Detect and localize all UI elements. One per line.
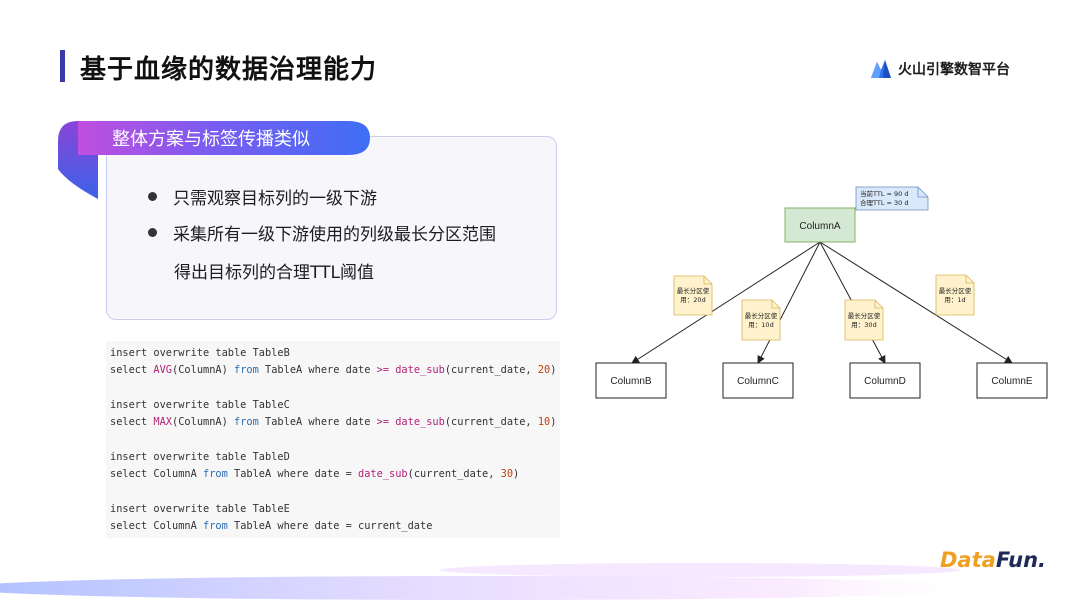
ribbon-label: 整体方案与标签传播类似 [112, 129, 310, 150]
edge-note-c: 最长分区使 用：10d [741, 299, 781, 341]
bullet-dot-icon [148, 227, 157, 237]
edge-note-d: 最长分区使 用：30d [844, 299, 884, 341]
bullet-text: 采集所有一级下游使用的列级最长分区范围 [173, 224, 496, 245]
node-column-d-label: ColumnD [864, 376, 906, 387]
bullet-dot-icon [148, 191, 157, 201]
bullet-text: 只需观察目标列的一级下游 [173, 188, 377, 209]
edge-a-c [757, 241, 821, 364]
code-line: select MAX(ColumnA) from TableA where da… [110, 416, 557, 429]
node-column-b-label: ColumnB [610, 376, 651, 387]
datafun-logo: DataFun. [940, 548, 1047, 572]
edge-note-c-line2: 用：10d [748, 321, 773, 329]
ttl-note-reasonable: 合理TTL = 30 d [860, 198, 909, 207]
code-line: select AVG(ColumnA) from TableA where da… [110, 364, 557, 377]
node-column-a-label: ColumnA [799, 221, 840, 232]
code-line: insert overwrite table TableE [110, 502, 290, 515]
edge-a-e [819, 241, 1013, 364]
edge-note-e-line2: 用：1d [944, 296, 965, 304]
node-column-d: ColumnD [849, 362, 921, 399]
ttl-note: 当前TTL = 90 d 合理TTL = 30 d [855, 186, 929, 211]
edge-note-e-line1: 最长分区使 [939, 286, 972, 295]
code-line: insert overwrite table TableC [110, 398, 290, 411]
code-line: insert overwrite table TableD [110, 450, 290, 463]
node-column-c: ColumnC [722, 362, 794, 399]
edge-note-c-line1: 最长分区使 [745, 311, 778, 320]
edge-note-b-line1: 最长分区使 [677, 286, 710, 295]
edge-note-d-line1: 最长分区使 [848, 311, 881, 320]
volcano-engine-logo-icon [871, 60, 891, 78]
bullet-item: 只需观察目标列的一级下游 [148, 178, 496, 214]
node-column-e: ColumnE [976, 362, 1048, 399]
brand: 火山引擎数智平台 [870, 58, 1010, 80]
brand-name: 火山引擎数智平台 [898, 62, 1010, 78]
node-column-b: ColumnB [595, 362, 667, 399]
page-title: 基于血缘的数据治理能力 [80, 55, 378, 85]
node-column-a: ColumnA [784, 207, 856, 243]
sql-code-block: insert overwrite table TableB select AVG… [106, 341, 560, 538]
node-column-e-label: ColumnE [991, 376, 1032, 387]
ribbon-banner [58, 121, 370, 199]
code-line: insert overwrite table TableB [110, 347, 290, 359]
node-column-c-label: ColumnC [737, 376, 779, 387]
edge-note-e: 最长分区使 用：1d [935, 274, 975, 316]
edge-note-d-line2: 用：30d [851, 321, 876, 329]
code-line: select ColumnA from TableA where date = … [110, 519, 433, 532]
ttl-note-current: 当前TTL = 90 d [860, 189, 909, 198]
title-accent-bar [60, 50, 65, 82]
lineage-diagram: ColumnA 当前TTL = 90 d 合理TTL = 30 d 最长分区使 … [595, 186, 1048, 399]
bullet-list: 只需观察目标列的一级下游 采集所有一级下游使用的列级最长分区范围 得出目标列的合… [148, 178, 496, 290]
footer-glow-decoration [0, 563, 1000, 600]
code-line: select ColumnA from TableA where date = … [110, 468, 520, 481]
edge-a-b [631, 241, 821, 364]
edge-note-b: 最长分区使 用：20d [673, 275, 713, 316]
bullet-continuation: 得出目标列的合理TTL阈值 [174, 262, 374, 283]
edge-note-b-line2: 用：20d [680, 296, 705, 304]
bullet-item: 采集所有一级下游使用的列级最长分区范围 [148, 214, 496, 250]
